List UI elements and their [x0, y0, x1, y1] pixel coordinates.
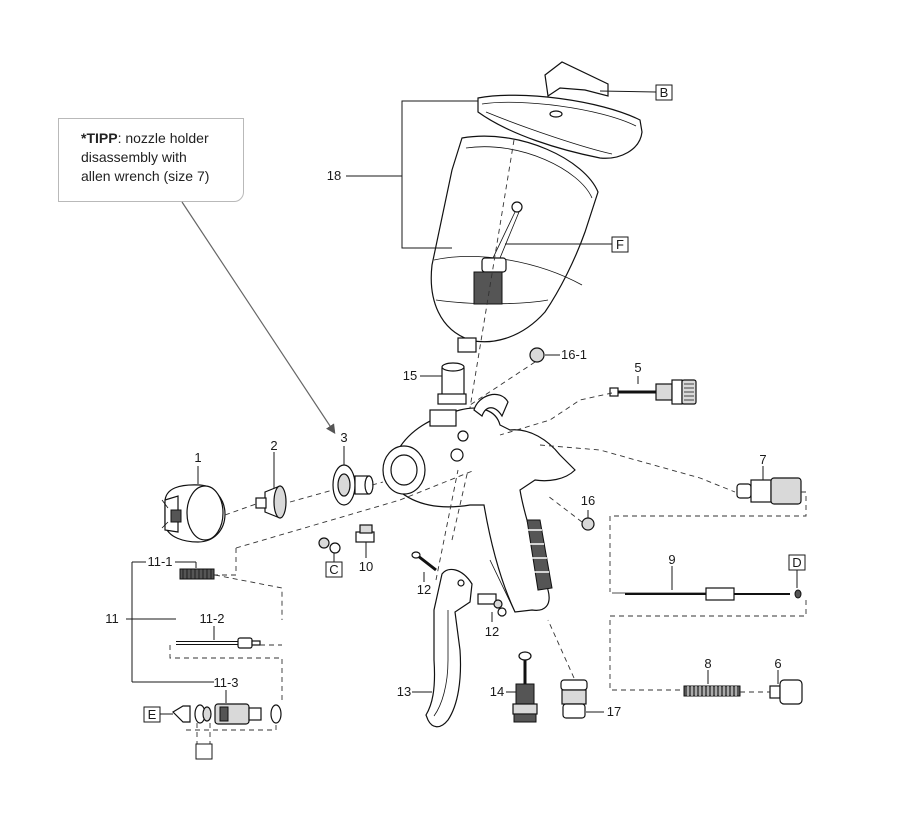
part-12-pin-lower [477, 593, 507, 617]
part-16-1 [529, 347, 545, 363]
gun-body [382, 393, 576, 613]
label-11: 11 [105, 611, 119, 626]
tip-heading: *TIPP [81, 130, 118, 146]
label-12-lower: 12 [485, 624, 499, 639]
callout-c-box [325, 561, 343, 578]
label-7: 7 [759, 452, 766, 467]
label-3: 3 [340, 430, 347, 445]
part-9-fluid-needle [612, 587, 802, 601]
vent-cap [544, 61, 609, 98]
part-10-fitting [355, 524, 375, 543]
part-6-knob [769, 679, 803, 705]
empty-callout-box [195, 743, 213, 760]
part-8-spring [683, 685, 741, 697]
label-11-2: 11-2 [199, 611, 224, 626]
part-2-nozzle [255, 485, 287, 519]
label-8: 8 [704, 656, 711, 671]
label-15: 15 [403, 368, 417, 383]
part-1-air-cap [161, 484, 226, 543]
label-11-3: 11-3 [213, 675, 238, 690]
label-16: 16 [581, 493, 595, 508]
label-12-upper: 12 [417, 582, 431, 597]
tip-line1: : nozzle holder [117, 130, 209, 146]
callout-f: F [616, 237, 624, 252]
label-9: 9 [668, 552, 675, 567]
label-18: 18 [327, 168, 341, 183]
label-1: 1 [194, 450, 201, 465]
callout-b: B [660, 85, 669, 100]
part-11-1-spring [179, 568, 215, 580]
callout-d-box [788, 554, 806, 571]
part-14-valve [512, 651, 538, 723]
paint-cup-part-18 [430, 94, 643, 353]
part-3-nozzle-holder [332, 464, 374, 506]
label-6: 6 [774, 656, 781, 671]
part-c-screws [318, 537, 341, 554]
label-14: 14 [490, 684, 504, 699]
part-12-pin-upper [411, 551, 437, 572]
part-5-adjuster [609, 379, 697, 405]
tip-arrow [181, 201, 336, 435]
tip-note: *TIPP: nozzle holder disassembly with al… [58, 118, 244, 202]
part-15-adapter [437, 362, 467, 405]
callout-b-box [655, 84, 673, 101]
label-17: 17 [607, 704, 621, 719]
callout-e: E [148, 707, 157, 722]
part-11-2-pin [176, 637, 261, 649]
label-2: 2 [270, 438, 277, 453]
part-16-screw [581, 517, 595, 531]
label-10: 10 [359, 559, 373, 574]
callout-c: C [329, 562, 338, 577]
callout-d: D [792, 555, 801, 570]
label-16-1: 16-1 [561, 347, 587, 362]
callout-f-box [611, 236, 629, 253]
tip-line3: allen wrench (size 7) [81, 168, 210, 184]
part-7-air-inlet [736, 477, 802, 505]
tip-line2: disassembly with [81, 149, 187, 165]
label-5: 5 [634, 360, 641, 375]
callout-e-box [143, 706, 161, 723]
part-17-air-fitting [560, 679, 588, 719]
label-13: 13 [397, 684, 411, 699]
part-13-trigger [425, 568, 473, 728]
bracket-18 [401, 100, 478, 249]
part-11-3-valve [172, 703, 282, 725]
label-11-1: 11-1 [147, 554, 172, 569]
